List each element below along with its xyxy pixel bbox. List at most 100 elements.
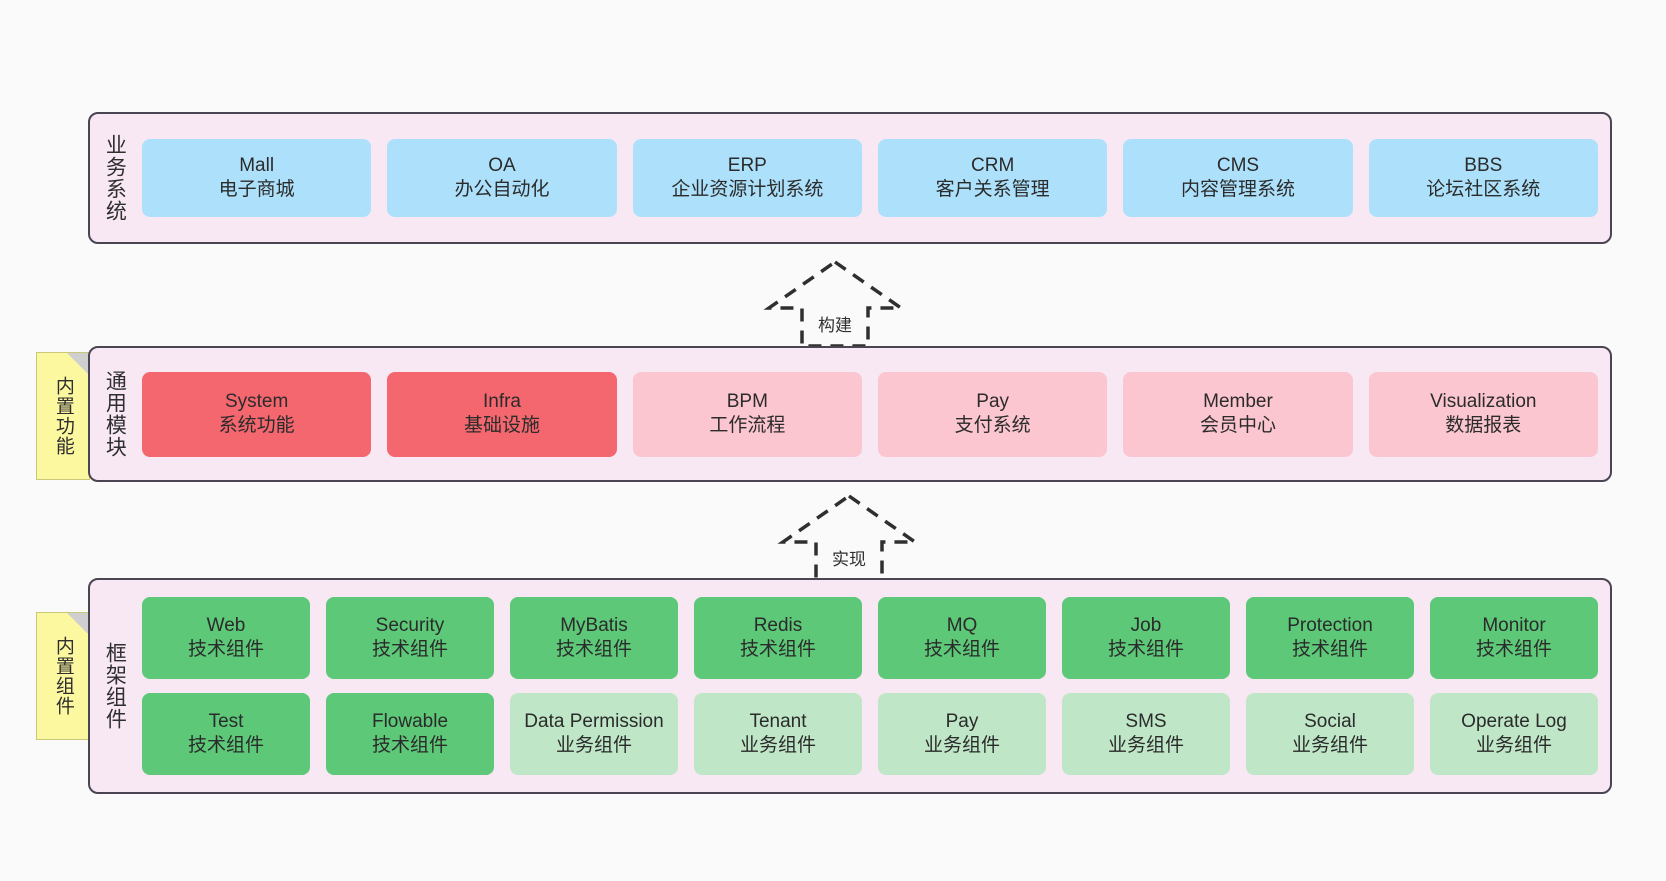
component-card-monitor[interactable]: Monitor 技术组件 (1430, 597, 1598, 679)
business-card-crm[interactable]: CRM 客户关系管理 (877, 139, 1108, 217)
component-card-test[interactable]: Test 技术组件 (142, 693, 310, 775)
business-card-bbs[interactable]: BBS 论坛社区系统 (1368, 139, 1598, 217)
component-card-mq-name: MQ (946, 614, 978, 636)
business-card-bbs-name: BBS (1464, 154, 1503, 176)
component-card-sms-name: SMS (1125, 710, 1167, 732)
layer-common-module: 通用模块 System 系统功能 Infra 基础设施 BPM 工作流程 Pay (88, 346, 1612, 482)
business-card-mall-desc: 电子商城 (218, 179, 295, 200)
business-card-cms[interactable]: CMS 内容管理系统 (1123, 139, 1353, 217)
component-card-test-desc: 技术组件 (187, 735, 264, 756)
connector-implement-shape (777, 493, 921, 582)
module-card-member-desc: 会员中心 (1199, 415, 1276, 436)
component-card-data-permission[interactable]: Data Permission 业务组件 (510, 693, 678, 775)
note-builtin-function-label: 内置功能 (52, 376, 74, 456)
component-card-monitor-name: Monitor (1482, 614, 1546, 636)
layer-framework-component: 框架组件 Web 技术组件 Security 技术组件 MyBatis 技术组件… (88, 578, 1612, 794)
component-card-security-desc: 技术组件 (371, 639, 448, 660)
layer-common-module-title: 通用模块 (103, 370, 127, 458)
module-card-visualization-desc: 数据报表 (1445, 415, 1522, 436)
component-card-flowable-name: Flowable (371, 710, 449, 732)
business-card-crm-desc: 客户关系管理 (935, 179, 1050, 200)
component-card-mybatis-desc: 技术组件 (555, 639, 632, 660)
module-card-system-name: System (224, 390, 289, 412)
note-builtin-component: 内置组件 (36, 612, 90, 740)
business-card-crm-name: CRM (971, 154, 1015, 176)
component-card-redis[interactable]: Redis 技术组件 (694, 597, 862, 679)
component-card-protection-name: Protection (1287, 614, 1373, 636)
layer-business-system-body: Mall 电子商城 OA 办公自动化 ERP 企业资源计划系统 CRM 客户关系… (138, 114, 1610, 242)
layer-framework-component-title: 框架组件 (103, 642, 127, 730)
module-card-infra-desc: 基础设施 (463, 415, 540, 436)
component-card-mybatis[interactable]: MyBatis 技术组件 (510, 597, 678, 679)
component-card-protection[interactable]: Protection 技术组件 (1246, 597, 1414, 679)
component-card-job[interactable]: Job 技术组件 (1062, 597, 1230, 679)
component-card-web-desc: 技术组件 (187, 639, 264, 660)
connector-build-shape (763, 259, 907, 348)
common-module-row: System 系统功能 Infra 基础设施 BPM 工作流程 Pay 支付系统… (142, 371, 1598, 457)
module-card-system-desc: 系统功能 (218, 415, 295, 436)
note-builtin-function: 内置功能 (36, 352, 90, 480)
business-card-oa-desc: 办公自动化 (454, 179, 550, 200)
module-card-bpm-desc: 工作流程 (709, 415, 786, 436)
component-card-operate-log-name: Operate Log (1461, 710, 1567, 732)
module-card-member[interactable]: Member 会员中心 (1123, 371, 1353, 457)
business-card-oa[interactable]: OA 办公自动化 (387, 139, 617, 217)
module-card-member-name: Member (1203, 390, 1273, 412)
component-card-security[interactable]: Security 技术组件 (326, 597, 494, 679)
component-card-pay-name: Pay (945, 710, 979, 732)
framework-component-row-tech: Web 技术组件 Security 技术组件 MyBatis 技术组件 Redi… (142, 597, 1598, 679)
business-card-erp-name: ERP (727, 154, 767, 176)
component-card-tenant-name: Tenant (749, 710, 807, 732)
business-card-mall[interactable]: Mall 电子商城 (142, 139, 372, 217)
component-card-mq[interactable]: MQ 技术组件 (878, 597, 1046, 679)
module-card-pay[interactable]: Pay 支付系统 (877, 371, 1108, 457)
business-card-bbs-desc: 论坛社区系统 (1426, 179, 1541, 200)
framework-component-row-business: Test 技术组件 Flowable 技术组件 Data Permission … (142, 693, 1598, 775)
component-card-security-name: Security (375, 614, 445, 636)
layer-framework-component-body: Web 技术组件 Security 技术组件 MyBatis 技术组件 Redi… (138, 580, 1610, 792)
component-card-protection-desc: 技术组件 (1291, 639, 1368, 660)
component-card-web[interactable]: Web 技术组件 (142, 597, 310, 679)
connector-build: 构建 (760, 258, 910, 350)
component-card-tenant[interactable]: Tenant 业务组件 (694, 693, 862, 775)
layer-business-system: 业务系统 Mall 电子商城 OA 办公自动化 ERP 企业资源计划系统 CRM (88, 112, 1612, 244)
component-card-job-name: Job (1130, 614, 1162, 636)
business-system-row: Mall 电子商城 OA 办公自动化 ERP 企业资源计划系统 CRM 客户关系… (142, 139, 1598, 217)
component-card-data-permission-name: Data Permission (524, 710, 664, 732)
module-card-bpm-name: BPM (726, 390, 768, 412)
component-card-operate-log-desc: 业务组件 (1475, 735, 1552, 756)
component-card-sms-desc: 业务组件 (1107, 735, 1184, 756)
component-card-operate-log[interactable]: Operate Log 业务组件 (1430, 693, 1598, 775)
business-card-mall-name: Mall (239, 154, 275, 176)
business-card-oa-name: OA (488, 154, 516, 176)
business-card-erp[interactable]: ERP 企业资源计划系统 (632, 139, 862, 217)
component-card-tenant-desc: 业务组件 (739, 735, 816, 756)
component-card-flowable-desc: 技术组件 (371, 735, 448, 756)
module-card-pay-desc: 支付系统 (954, 415, 1031, 436)
component-card-data-permission-desc: 业务组件 (555, 735, 632, 756)
note-builtin-component-label: 内置组件 (52, 636, 74, 716)
component-card-test-name: Test (208, 710, 244, 732)
module-card-visualization[interactable]: Visualization 数据报表 (1368, 371, 1598, 457)
business-card-cms-name: CMS (1216, 154, 1260, 176)
module-card-system[interactable]: System 系统功能 (142, 371, 372, 457)
component-card-redis-desc: 技术组件 (739, 639, 816, 660)
layer-common-module-body: System 系统功能 Infra 基础设施 BPM 工作流程 Pay 支付系统… (138, 348, 1610, 480)
component-card-flowable[interactable]: Flowable 技术组件 (326, 693, 494, 775)
connector-implement: 实现 (774, 492, 924, 584)
component-card-mq-desc: 技术组件 (923, 639, 1000, 660)
component-card-pay[interactable]: Pay 业务组件 (878, 693, 1046, 775)
module-card-pay-name: Pay (976, 390, 1010, 412)
module-card-bpm[interactable]: BPM 工作流程 (632, 371, 862, 457)
component-card-sms[interactable]: SMS 业务组件 (1062, 693, 1230, 775)
module-card-infra[interactable]: Infra 基础设施 (387, 371, 617, 457)
component-card-social[interactable]: Social 业务组件 (1246, 693, 1414, 775)
business-card-erp-desc: 企业资源计划系统 (671, 179, 824, 200)
component-card-redis-name: Redis (753, 614, 803, 636)
layer-business-system-title: 业务系统 (103, 134, 127, 222)
component-card-pay-desc: 业务组件 (923, 735, 1000, 756)
component-card-mybatis-name: MyBatis (560, 614, 628, 636)
component-card-monitor-desc: 技术组件 (1475, 639, 1552, 660)
module-card-visualization-name: Visualization (1430, 390, 1537, 412)
